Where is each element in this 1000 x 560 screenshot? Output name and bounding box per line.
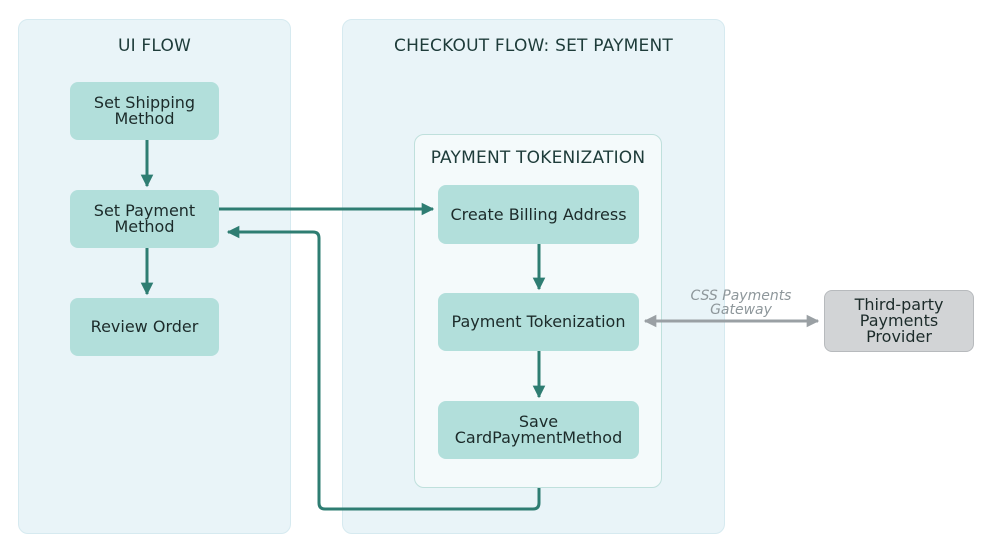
gateway-label: CSS Payments Gateway (690, 288, 792, 318)
ui-flow-title: UI FLOW (117, 36, 192, 56)
review-order-node: Review Order (70, 298, 219, 356)
payment-tokenization-node: Payment Tokenization (438, 293, 639, 351)
checkout-flow-title: CHECKOUT FLOW: SET PAYMENT (394, 36, 673, 56)
third-party-provider-node: Third-party Payments Provider (824, 290, 974, 352)
set-shipping-method-node: Set Shipping Method (70, 82, 219, 140)
create-billing-address-node: Create Billing Address (438, 185, 639, 244)
payment-tokenization-title: PAYMENT TOKENIZATION (430, 148, 646, 168)
edge-return-to-payment-method (226, 225, 541, 511)
save-card-payment-method-node: Save CardPaymentMethod (438, 401, 639, 459)
set-payment-method-node: Set Payment Method (70, 190, 219, 248)
